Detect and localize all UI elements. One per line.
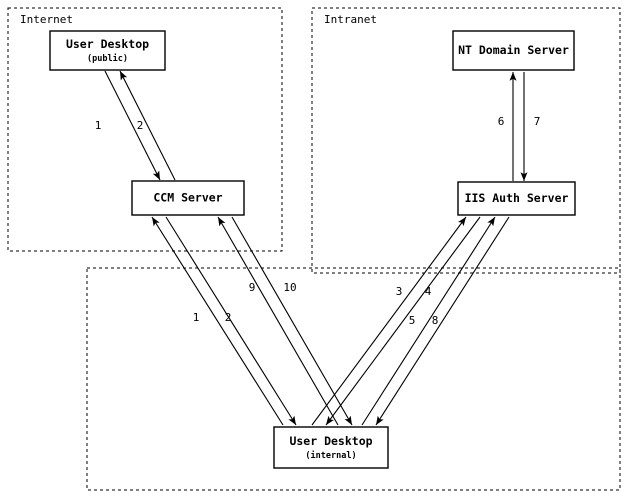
step-label-step-5: 5	[409, 314, 416, 327]
connection-step-3	[311, 216, 467, 426]
node-layer: User Desktop (public) CCM Server NT Domain …	[49, 30, 576, 469]
zone-label-intranet: Intranet	[324, 13, 377, 26]
connection-step-8	[375, 216, 510, 426]
step-label-step-2-internal: 2	[225, 311, 232, 324]
zone-internal-lan	[86, 267, 621, 491]
zone-boundary-intranet	[311, 7, 621, 274]
node-ccm-server[interactable]: CCM Server	[131, 180, 245, 216]
node-title-user-desktop-internal: User Desktop	[289, 434, 372, 448]
zone-internet: Internet	[7, 7, 283, 252]
connection-step-4	[325, 216, 481, 426]
node-title-user-desktop-public: User Desktop	[66, 37, 149, 51]
node-title-iis-auth-server: IIS Auth Server	[465, 191, 569, 205]
node-subtitle-user-desktop-public: (public)	[87, 53, 128, 64]
node-title-ccm-server: CCM Server	[153, 191, 222, 205]
node-box-ccm-server[interactable]	[131, 180, 245, 216]
zone-layer: Internet Intranet	[7, 7, 621, 491]
zone-boundary-internet	[7, 7, 283, 252]
step-label-layer: 1 2 1 2 9 10 3 4 5 8 6 7	[95, 115, 541, 327]
node-box-nt-domain-server[interactable]	[452, 30, 575, 71]
connection-step-1-internal	[151, 216, 284, 426]
step-label-step-7: 7	[534, 115, 541, 128]
step-label-step-4: 4	[425, 285, 432, 298]
node-user-desktop-internal[interactable]: User Desktop (internal)	[273, 426, 389, 469]
zone-boundary-internal-lan	[86, 267, 621, 491]
node-box-iis-auth-server[interactable]	[457, 181, 576, 216]
connection-step-9	[217, 216, 339, 426]
step-label-step-8: 8	[432, 314, 439, 327]
step-label-step-10: 10	[283, 281, 296, 294]
connection-step-5	[361, 216, 496, 426]
zone-intranet: Intranet	[311, 7, 621, 274]
node-title-nt-domain-server: NT Domain Server	[458, 43, 569, 57]
connection-step-2-internal	[165, 216, 297, 426]
connection-step-10	[231, 216, 353, 426]
step-label-step-1-public: 1	[95, 119, 102, 132]
node-user-desktop-public[interactable]: User Desktop (public)	[49, 30, 166, 71]
step-label-step-3: 3	[396, 285, 403, 298]
step-label-step-9: 9	[249, 281, 256, 294]
connection-layer	[104, 70, 528, 426]
connection-step-2-public	[119, 70, 176, 181]
zone-label-internet: Internet	[20, 13, 73, 26]
node-box-user-desktop-internal[interactable]	[273, 426, 389, 469]
node-box-user-desktop-public[interactable]	[49, 30, 166, 71]
connection-step-1-public	[104, 70, 161, 181]
step-label-step-2-public: 2	[137, 119, 144, 132]
step-label-step-6: 6	[498, 115, 505, 128]
node-subtitle-user-desktop-internal: (internal)	[305, 450, 356, 461]
node-iis-auth-server[interactable]: IIS Auth Server	[457, 181, 576, 216]
step-label-step-1-internal: 1	[193, 311, 200, 324]
node-nt-domain-server[interactable]: NT Domain Server	[452, 30, 575, 71]
